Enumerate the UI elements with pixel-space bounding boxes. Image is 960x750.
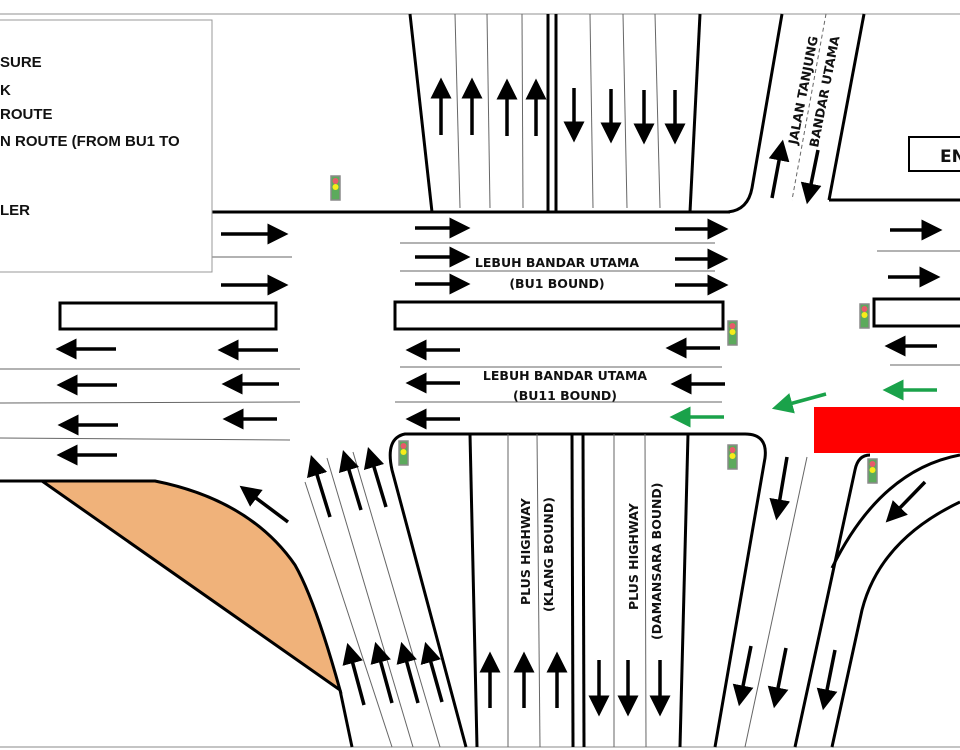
klang-label-line2: (KLANG BOUND) bbox=[541, 497, 556, 612]
se-slip-arrows bbox=[732, 456, 927, 711]
sw-slip-arrows bbox=[307, 446, 444, 706]
traffic-light-icon bbox=[398, 440, 409, 466]
se-lane-line bbox=[744, 456, 808, 748]
north-road-arrows bbox=[430, 77, 686, 145]
arrow-down-icon bbox=[732, 645, 754, 707]
arrow-up-icon bbox=[342, 642, 366, 706]
north-road-edge-east bbox=[688, 13, 702, 213]
south-median-line-1 bbox=[570, 433, 575, 748]
arrow-up-icon bbox=[307, 454, 332, 518]
event-sign-text: EN bbox=[940, 147, 960, 167]
sw-slip-edge-west bbox=[338, 689, 354, 748]
sw-lane-line bbox=[326, 457, 414, 748]
lane-line bbox=[0, 437, 291, 441]
traffic-light-icon bbox=[727, 320, 738, 346]
traffic-light-icon bbox=[859, 303, 870, 329]
tanjung-center-dashed bbox=[791, 13, 827, 201]
north-road bbox=[408, 13, 702, 213]
sw-lane-line bbox=[304, 481, 393, 748]
arrow-down-icon bbox=[800, 149, 822, 205]
south-lane-line bbox=[536, 433, 541, 748]
se-slip-roads bbox=[744, 453, 960, 748]
diversion-arrow-left-icon bbox=[771, 392, 827, 414]
bu1-label-line2: (BU1 BOUND) bbox=[509, 276, 604, 291]
arrow-up-icon bbox=[768, 139, 790, 199]
arrow-up-icon bbox=[338, 449, 363, 511]
arrow-up-icon bbox=[370, 641, 394, 704]
eastbound-arrows bbox=[221, 217, 943, 296]
bu11-label-line1: LEBUH BANDAR UTAMA bbox=[483, 368, 648, 383]
traffic-light-icon bbox=[330, 175, 341, 201]
arrow-up-icon bbox=[396, 641, 420, 704]
arrow-down-icon bbox=[816, 649, 838, 711]
arrow-down-icon bbox=[767, 647, 789, 709]
traffic-light-icon bbox=[727, 444, 738, 470]
arrow-up-left-icon bbox=[239, 485, 290, 524]
legend-box: SURE K ROUTE N ROUTE (FROM BU1 TO LER bbox=[0, 19, 213, 273]
south-road-edge-west bbox=[468, 433, 479, 748]
sw-lane-line bbox=[352, 451, 441, 748]
south-east-corner-curb bbox=[713, 432, 767, 748]
south-road bbox=[405, 432, 767, 748]
north-lane-line bbox=[654, 13, 661, 209]
bu11-label-line2: (BU11 BOUND) bbox=[513, 388, 617, 403]
diversion-arrows bbox=[669, 379, 937, 428]
north-lane-line bbox=[521, 13, 524, 209]
tanjung-edge-west bbox=[727, 13, 784, 214]
road-closure-block bbox=[814, 407, 960, 453]
klang-label-line1: PLUS HIGHWAY bbox=[518, 497, 533, 605]
tanjung-edge-east bbox=[827, 13, 866, 201]
damansara-label-line2: (DAMANSARA BOUND) bbox=[649, 482, 664, 640]
north-lane-line bbox=[454, 13, 461, 209]
legend-frame bbox=[0, 19, 213, 273]
landscape-island bbox=[37, 479, 343, 694]
traffic-signals bbox=[330, 175, 878, 484]
median-center bbox=[393, 300, 725, 331]
arrow-up-icon bbox=[420, 641, 444, 703]
damansara-label-line1: PLUS HIGHWAY bbox=[626, 502, 641, 610]
sw-slip-edge-east bbox=[388, 432, 470, 748]
arrow-down-icon bbox=[769, 456, 791, 521]
legend-item: LER bbox=[0, 202, 30, 219]
jalan-tanjung-road: JALAN TANJUNG BANDAR UTAMA bbox=[727, 13, 866, 214]
median-east bbox=[872, 297, 960, 328]
legend-item: SURE bbox=[0, 54, 42, 71]
north-lane-line bbox=[589, 13, 594, 209]
north-road-edge-west bbox=[408, 13, 434, 213]
se-curve-outer bbox=[830, 500, 960, 748]
arrow-down-left-icon bbox=[885, 480, 927, 523]
lane-line bbox=[0, 401, 301, 404]
westbound-arrows bbox=[55, 335, 937, 466]
south-lane-line bbox=[644, 433, 647, 748]
ew-lane-lines bbox=[0, 242, 960, 441]
bu1-label-line1: LEBUH BANDAR UTAMA bbox=[475, 255, 640, 270]
legend-item: N ROUTE (FROM BU1 TO bbox=[0, 133, 180, 150]
legend-item: ROUTE bbox=[0, 106, 53, 123]
north-lane-line bbox=[622, 13, 628, 209]
south-road-arrows bbox=[479, 651, 671, 717]
legend-item: K bbox=[0, 82, 11, 99]
south-road-edge-east bbox=[678, 433, 690, 748]
arrow-up-icon bbox=[363, 446, 388, 508]
south-median-line-2 bbox=[581, 433, 586, 748]
traffic-light-icon bbox=[867, 458, 878, 484]
se-curve-inner bbox=[830, 453, 960, 569]
median-west bbox=[58, 301, 278, 331]
north-lane-line bbox=[486, 13, 491, 209]
se-curb-west bbox=[793, 453, 871, 748]
sw-slip-road bbox=[304, 432, 470, 748]
event-sign-box bbox=[908, 136, 960, 172]
